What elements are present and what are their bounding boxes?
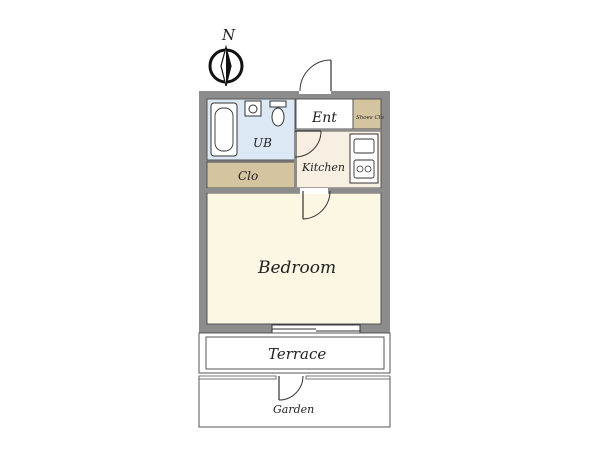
- interior-wall-horizontal: [207, 188, 381, 193]
- toilet-icon: [269, 100, 287, 127]
- washbasin-icon: [244, 100, 262, 117]
- entrance-door: [299, 59, 332, 94]
- north-arrow-icon: [220, 44, 232, 87]
- interior-wall-vertical: [294, 129, 297, 189]
- bedroom-label: Bedroom: [257, 258, 336, 278]
- bath-door: [294, 130, 322, 158]
- garden-gate: [278, 375, 304, 401]
- bathtub-icon: [210, 102, 238, 157]
- entrance-label: Ent: [311, 110, 337, 126]
- shoes-closet-floor: [352, 98, 382, 130]
- unit-bath-label: UB: [253, 136, 272, 150]
- interior-wall-entrance: [296, 129, 381, 131]
- terrace-label: Terrace: [268, 345, 326, 363]
- garden: [198, 375, 391, 428]
- garden-label: Garden: [273, 403, 314, 416]
- kitchen-label: Kitchen: [301, 161, 345, 174]
- closet-label: Clo: [238, 169, 258, 183]
- terrace: [198, 332, 391, 374]
- compass-north-label: N: [221, 26, 236, 44]
- bedroom-door: [300, 188, 331, 220]
- shoes-closet-label: Shoes Clo: [356, 115, 384, 121]
- compass: N: [208, 26, 244, 87]
- kitchen-stove-icon: [349, 133, 379, 184]
- terrace-sliding-window: [271, 324, 361, 334]
